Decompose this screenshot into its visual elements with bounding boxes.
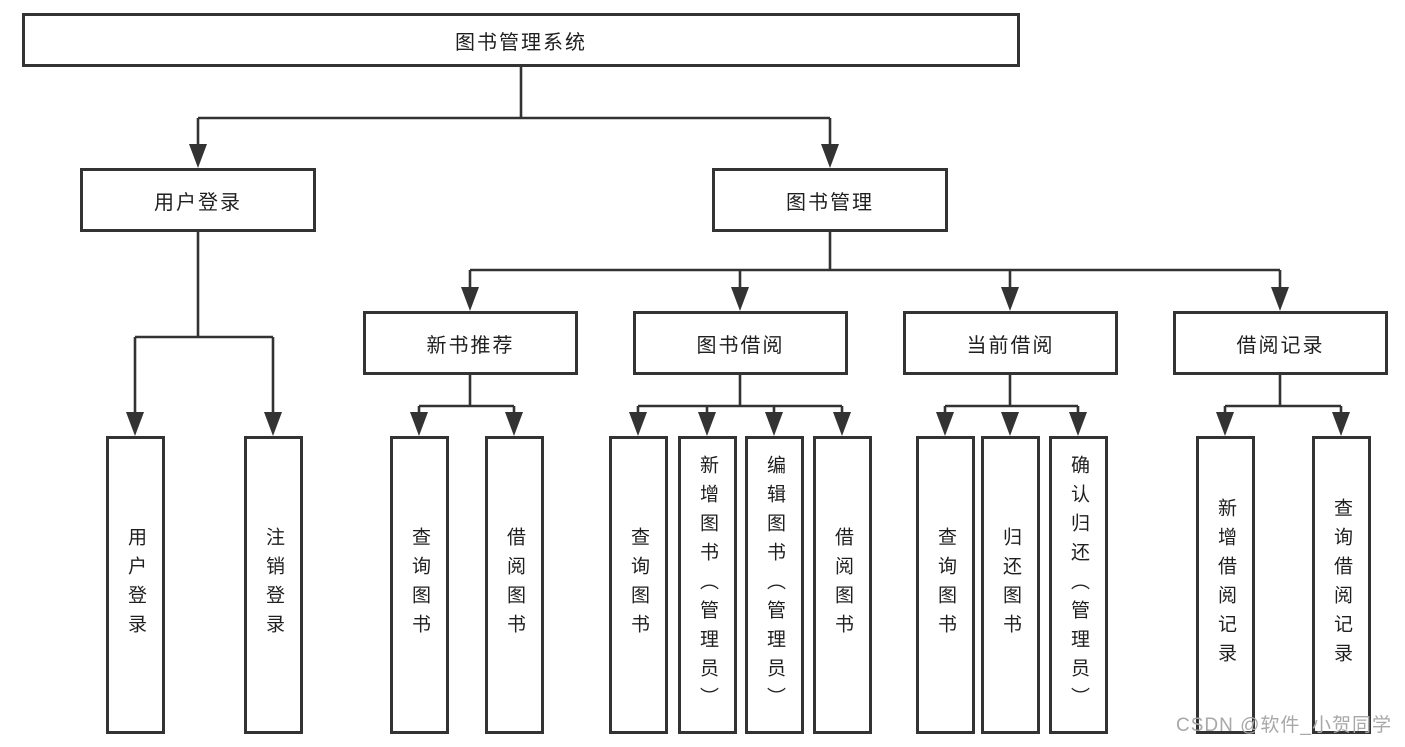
leaf-records-query-borrow-record-label: 查询借阅记录 [1331, 498, 1352, 672]
node-new-book-recommend: 新书推荐 [363, 311, 578, 375]
leaf-borrow-borrow-books: 借阅图书 [813, 436, 872, 734]
node-book-borrow-label: 图书借阅 [696, 334, 785, 357]
leaf-borrow-edit-books-admin-label: 编辑图书（管理员） [764, 454, 785, 716]
leaf-borrow-borrow-books-label: 借阅图书 [832, 527, 853, 643]
leaf-current-confirm-return-admin-label: 确认归还（管理员） [1068, 454, 1089, 716]
leaf-records-add-borrow-record: 新增借阅记录 [1196, 436, 1255, 734]
leaf-recommend-borrow-books: 借阅图书 [485, 436, 544, 734]
node-borrow-records-label: 借阅记录 [1236, 334, 1325, 357]
node-root-system: 图书管理系统 [22, 13, 1020, 67]
node-borrow-records: 借阅记录 [1173, 311, 1388, 375]
node-book-management: 图书管理 [712, 168, 948, 232]
leaf-current-return-books-label: 归还图书 [1000, 527, 1021, 643]
node-book-borrow: 图书借阅 [633, 311, 848, 375]
node-root-system-label: 图书管理系统 [455, 31, 587, 54]
leaf-current-return-books: 归还图书 [981, 436, 1040, 734]
leaf-logout-login-label: 注销登录 [263, 527, 284, 643]
node-book-management-label: 图书管理 [786, 191, 874, 214]
leaf-user-login: 用户登录 [106, 436, 165, 734]
leaf-user-login-label: 用户登录 [125, 527, 146, 643]
leaf-borrow-edit-books-admin: 编辑图书（管理员） [745, 436, 804, 734]
leaf-borrow-query-books: 查询图书 [609, 436, 668, 734]
node-user-login-label: 用户登录 [154, 191, 242, 214]
leaf-borrow-query-books-label: 查询图书 [628, 527, 649, 643]
node-new-book-recommend-label: 新书推荐 [426, 334, 515, 357]
node-current-borrow: 当前借阅 [903, 311, 1118, 375]
leaf-recommend-query-books-label: 查询图书 [409, 527, 430, 643]
leaf-logout-login: 注销登录 [244, 436, 303, 734]
leaf-records-query-borrow-record: 查询借阅记录 [1312, 436, 1371, 734]
leaf-current-query-books: 查询图书 [916, 436, 975, 734]
node-current-borrow-label: 当前借阅 [966, 334, 1055, 357]
leaf-current-confirm-return-admin: 确认归还（管理员） [1049, 436, 1108, 734]
node-user-login: 用户登录 [80, 168, 316, 232]
leaf-borrow-add-books-admin-label: 新增图书（管理员） [697, 454, 718, 716]
leaf-borrow-add-books-admin: 新增图书（管理员） [678, 436, 737, 734]
leaf-records-add-borrow-record-label: 新增借阅记录 [1215, 498, 1236, 672]
csdn-watermark: CSDN @软件_小贺同学 [1176, 715, 1392, 736]
leaf-recommend-query-books: 查询图书 [390, 436, 449, 734]
leaf-current-query-books-label: 查询图书 [935, 527, 956, 643]
leaf-recommend-borrow-books-label: 借阅图书 [504, 527, 525, 643]
